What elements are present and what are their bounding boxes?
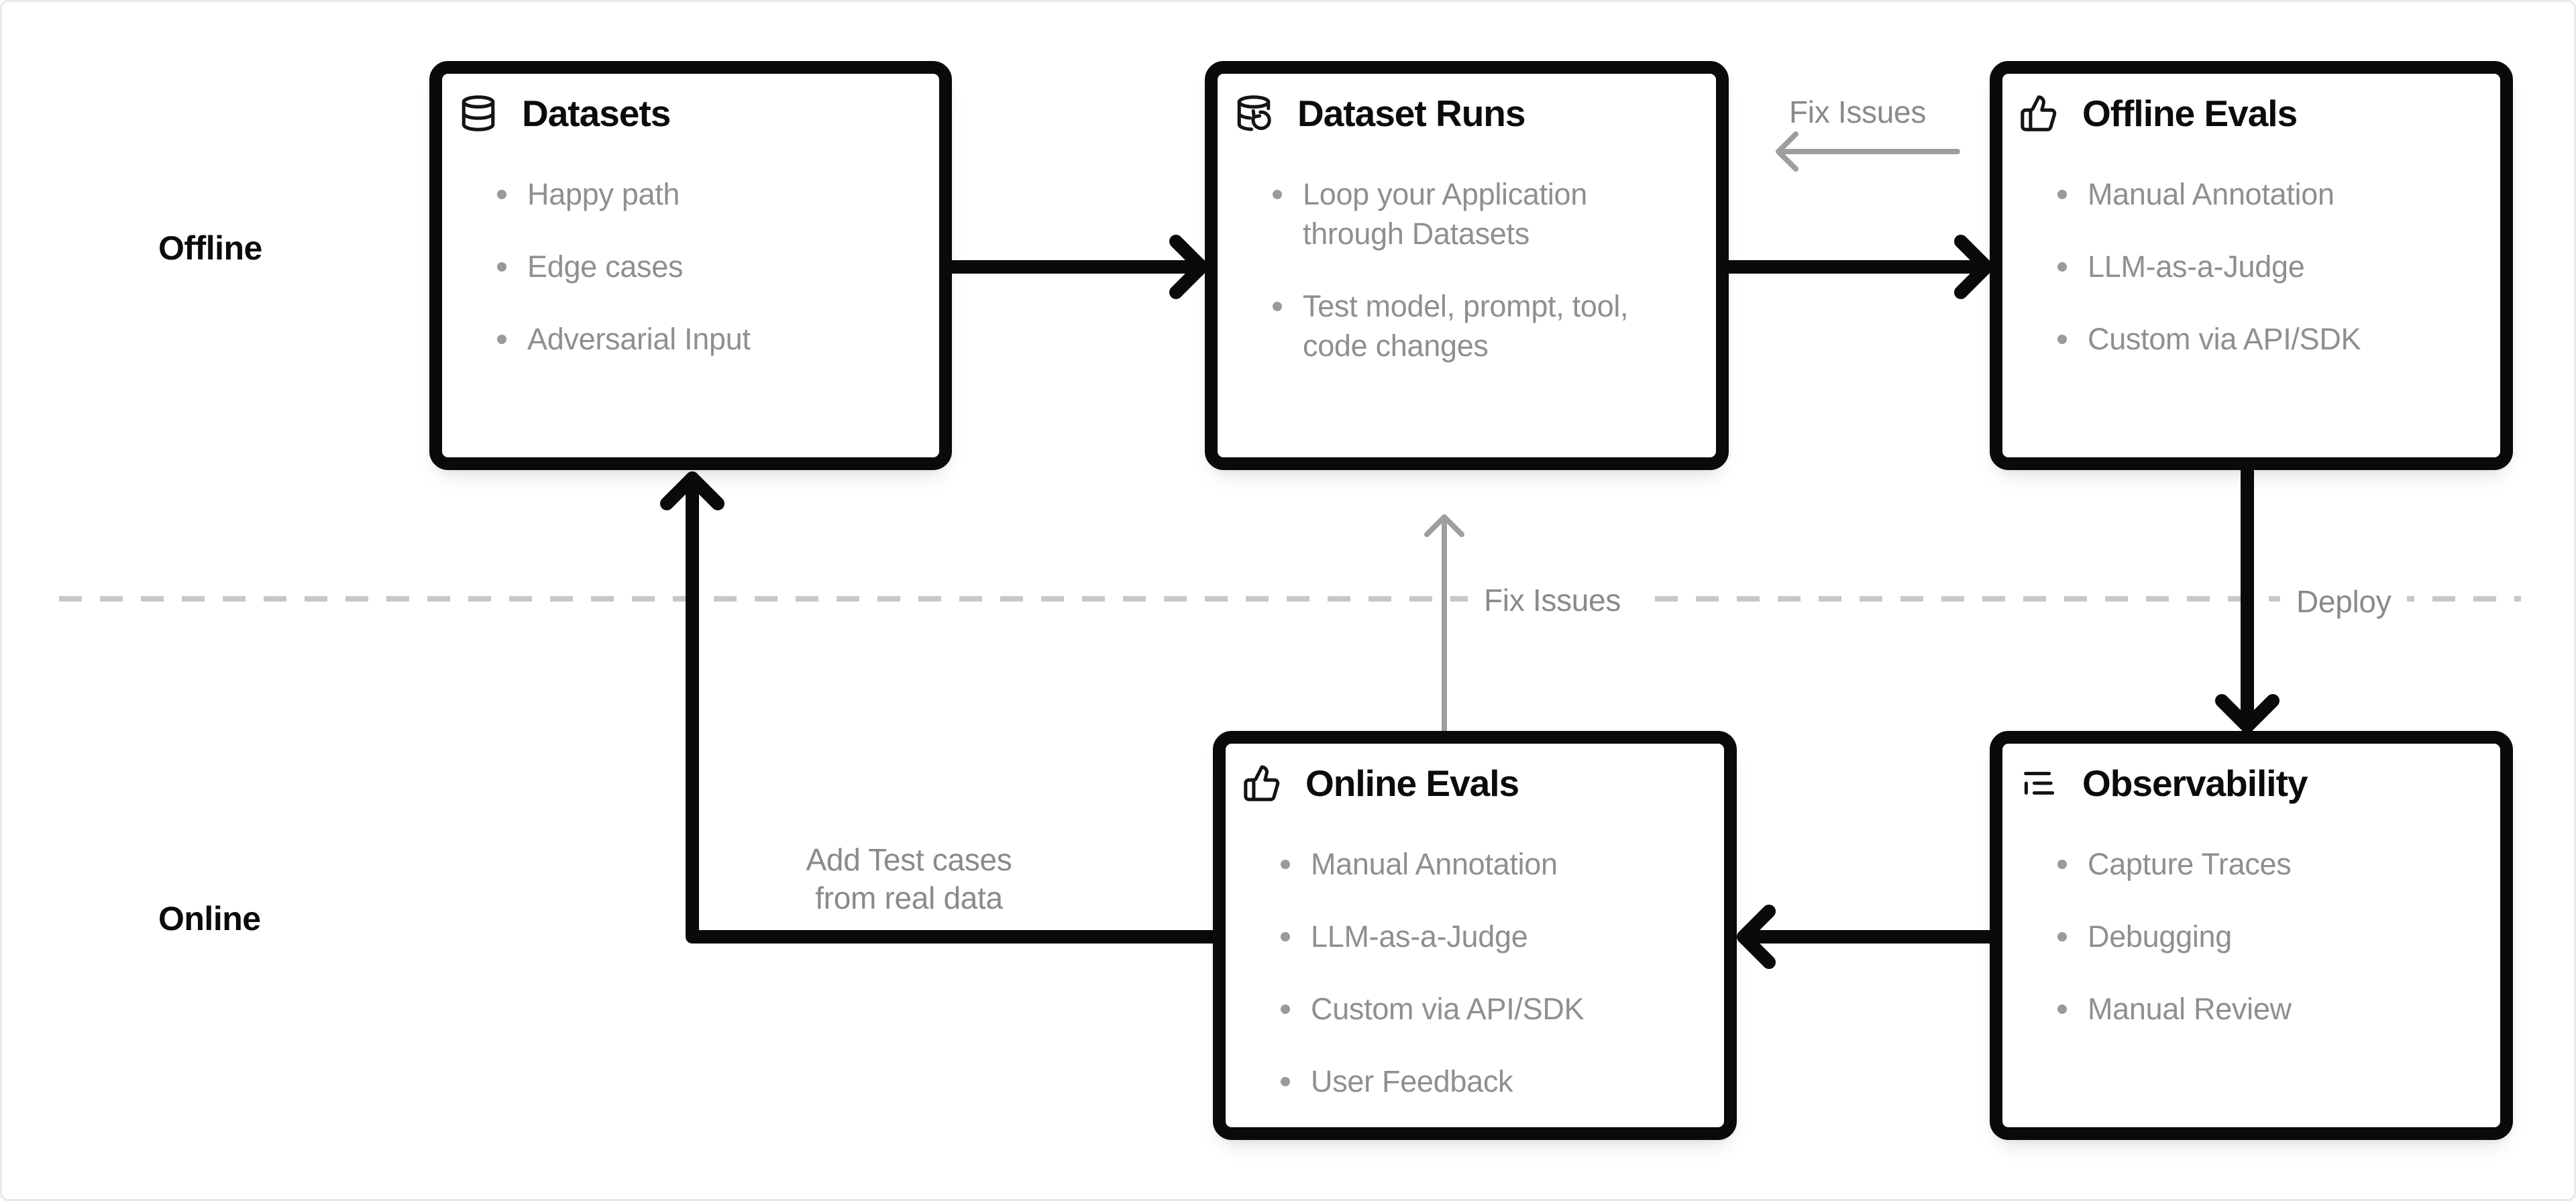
datasets-to-dataset-runs-arrow	[945, 235, 1208, 299]
box-datasets-header: Datasets	[459, 90, 915, 137]
edge-label-deploy: Deploy	[2280, 579, 2408, 624]
box-dataset-runs-header: Dataset Runs	[1234, 90, 1692, 137]
box-datasets-list: Happy path Edge cases Adversarial Input	[459, 174, 915, 359]
list-item: User Feedback	[1242, 1062, 1700, 1101]
fix-issues-middle-arrow	[1424, 514, 1464, 733]
fix-issues-top-arrow	[1776, 131, 1960, 172]
thumbs-up-icon	[2019, 94, 2058, 133]
edge-label-fix-issues-top: Fix Issues	[1788, 95, 1927, 129]
offline-evals-to-observability-arrow	[2215, 465, 2279, 733]
box-observability-header: Observability	[2019, 760, 2476, 807]
list-item: Adversarial Input	[459, 319, 915, 359]
box-dataset-runs-list: Loop your Application through Datasets T…	[1234, 174, 1692, 365]
list-item: LLM-as-a-Judge	[1242, 917, 1700, 956]
box-title: Online Evals	[1305, 762, 1519, 804]
dataset-runs-to-offline-evals-arrow	[1722, 235, 1993, 299]
list-item: Manual Annotation	[1242, 844, 1700, 884]
box-online-evals-list: Manual Annotation LLM-as-a-Judge Custom …	[1242, 844, 1700, 1101]
box-offline-evals-list: Manual Annotation LLM-as-a-Judge Custom …	[2019, 174, 2476, 359]
database-icon	[459, 94, 498, 133]
list-item: Edge cases	[459, 247, 915, 286]
box-offline-evals: Offline Evals Manual Annotation LLM-as-a…	[1990, 61, 2513, 470]
edge-label-add-test-cases-line2: from real data	[815, 880, 1003, 915]
list-item: Debugging	[2019, 917, 2476, 956]
list-item: Custom via API/SDK	[1242, 989, 1700, 1029]
database-refresh-icon	[1234, 94, 1273, 133]
list-item: Loop your Application through Datasets	[1234, 174, 1692, 253]
box-title: Datasets	[522, 93, 671, 134]
list-item: Test model, prompt, tool, code changes	[1234, 286, 1692, 365]
box-title: Dataset Runs	[1297, 93, 1525, 134]
list-item: LLM-as-a-Judge	[2019, 247, 2476, 286]
edge-label-fix-issues-middle: Fix Issues	[1468, 578, 1638, 622]
box-title: Offline Evals	[2082, 93, 2298, 134]
online-evals-to-datasets-arrow	[660, 471, 1223, 943]
box-offline-evals-header: Offline Evals	[2019, 90, 2476, 137]
list-item: Manual Review	[2019, 989, 2476, 1029]
observability-to-online-evals-arrow	[1737, 905, 1996, 969]
box-dataset-runs: Dataset Runs Loop your Application throu…	[1205, 61, 1729, 470]
thumbs-up-icon	[1242, 764, 1281, 803]
box-online-evals-header: Online Evals	[1242, 760, 1700, 807]
box-observability-list: Capture Traces Debugging Manual Review	[2019, 844, 2476, 1029]
list-item: Capture Traces	[2019, 844, 2476, 884]
edge-label-add-test-cases-line1: Add Test cases	[806, 842, 1012, 877]
edge-label-add-test-cases: Add Test cases from real data	[806, 841, 1012, 917]
lane-label-online: Online	[158, 900, 261, 937]
list-tree-icon	[2019, 764, 2058, 803]
list-item: Happy path	[459, 174, 915, 214]
list-item: Manual Annotation	[2019, 174, 2476, 214]
list-item: Custom via API/SDK	[2019, 319, 2476, 359]
box-title: Observability	[2082, 762, 2308, 804]
box-datasets: Datasets Happy path Edge cases Adversari…	[429, 61, 952, 470]
lane-label-offline: Offline	[158, 229, 262, 267]
box-online-evals: Online Evals Manual Annotation LLM-as-a-…	[1213, 731, 1737, 1140]
box-observability: Observability Capture Traces Debugging M…	[1990, 731, 2513, 1140]
